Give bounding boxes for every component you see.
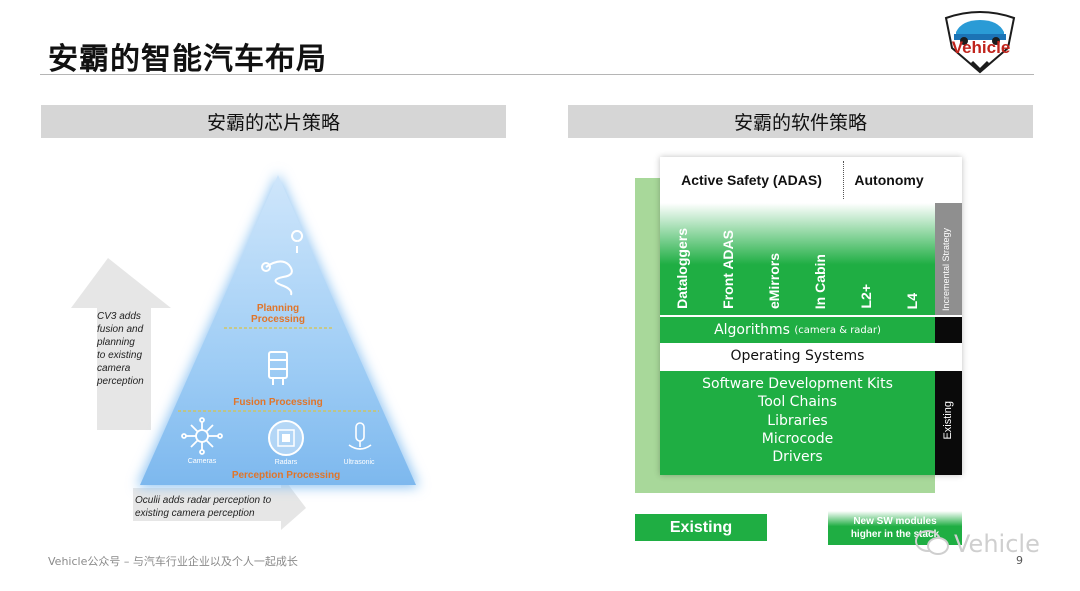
cv3-note: CV3 adds fusion and planning to existing… <box>97 311 144 387</box>
radar-chip-icon <box>268 420 304 456</box>
left-section-heading: 安霸的芯片策略 <box>41 105 506 138</box>
page-number: 9 <box>1016 554 1023 567</box>
libraries-line: Libraries <box>767 412 828 429</box>
legend-new-modules: New SW modules higher in the stack <box>828 511 962 545</box>
camera-network-icon <box>181 417 223 455</box>
fusion-label: Fusion Processing <box>233 397 323 408</box>
drivers-line: Drivers <box>772 449 823 466</box>
logo-text: Vehicle <box>951 38 1011 57</box>
wechat-icon <box>914 528 950 558</box>
vehicle-logo <box>942 8 1018 76</box>
software-strategy-diagram: Active Safety (ADAS) Autonomy Datalogger… <box>568 145 1033 545</box>
stack-card: Active Safety (ADAS) Autonomy Datalogger… <box>660 157 962 475</box>
ultrasonic-label: Ultrasonic <box>343 459 375 466</box>
legend-existing: Existing <box>635 514 767 541</box>
column-front-adas: Front ADAS <box>706 203 753 315</box>
title-divider <box>40 74 1034 75</box>
header-active-safety: Active Safety (ADAS) <box>681 172 822 188</box>
tool-chains-line: Tool Chains <box>758 394 837 411</box>
algorithms-side-band <box>935 317 962 343</box>
radars-label: Radars <box>274 459 298 466</box>
column-emirrors: eMirrors <box>752 203 799 315</box>
watermark-text: Vehicle <box>954 530 1040 558</box>
column-l2plus: L2+ <box>844 203 891 315</box>
right-section-heading: 安霸的软件策略 <box>568 105 1033 138</box>
header-divider <box>843 161 844 199</box>
route-icon <box>261 230 304 296</box>
ultrasonic-icon <box>348 422 372 450</box>
operating-systems-row: Operating Systems <box>730 348 865 364</box>
sdk-block: Software Development Kits Tool Chains Li… <box>660 371 935 475</box>
algorithms-row: Algorithms (camera & radar) <box>660 317 935 343</box>
incremental-strategy-band: Incremental Strategy <box>935 203 962 315</box>
perception-label: Perception Processing <box>231 470 341 481</box>
planning-label: Planning Processing <box>251 303 305 325</box>
cameras-label: Cameras <box>187 458 217 465</box>
fusion-icon <box>268 351 288 385</box>
footer-text: Vehicle公众号 – 与汽车行业企业以及个人一起成长 <box>48 555 298 568</box>
oculii-note: Oculii adds radar perception to existing… <box>135 495 272 519</box>
microcode-line: Microcode <box>761 430 834 447</box>
column-dataloggers: Dataloggers <box>660 203 707 315</box>
header-autonomy: Autonomy <box>854 172 924 188</box>
sdk-line: Software Development Kits <box>702 376 893 392</box>
page-title: 安霸的智能汽车布局 <box>48 42 327 77</box>
column-l4: L4 <box>890 203 935 315</box>
chip-strategy-diagram: CV3 adds fusion and planning to existing… <box>41 145 506 540</box>
column-in-cabin: In Cabin <box>798 203 845 315</box>
existing-side-band: Existing <box>935 371 962 475</box>
